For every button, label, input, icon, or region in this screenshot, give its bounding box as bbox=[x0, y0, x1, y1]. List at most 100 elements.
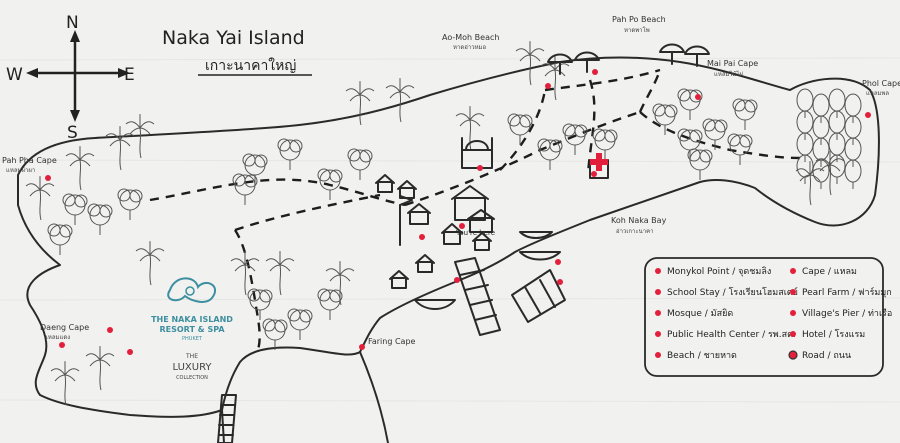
legend-item: Hotel / โรงแรม bbox=[790, 329, 865, 340]
lower-coast bbox=[221, 351, 389, 443]
compass-e: E bbox=[124, 65, 135, 85]
resort-collection: COLLECTION bbox=[176, 375, 208, 381]
health-center-icon bbox=[655, 331, 661, 337]
tree bbox=[262, 318, 288, 350]
tree bbox=[247, 288, 273, 320]
red-marker bbox=[59, 342, 65, 348]
tree bbox=[507, 113, 533, 145]
cape-icon bbox=[790, 268, 796, 274]
compass-rose: N S E W bbox=[6, 13, 135, 143]
boats bbox=[414, 231, 561, 310]
palm-tree bbox=[515, 41, 545, 86]
palm-tree bbox=[25, 176, 55, 221]
compass-w: W bbox=[6, 65, 23, 85]
resort-the: THE bbox=[185, 353, 198, 360]
faring-cape-label: Faring Cape bbox=[368, 337, 416, 346]
school-stay-icon bbox=[655, 289, 661, 295]
tree bbox=[592, 128, 618, 160]
palm-tree bbox=[85, 346, 115, 391]
koh-naka-bay-label: Koh Naka Bay bbox=[611, 216, 667, 225]
tree bbox=[317, 288, 343, 320]
tree bbox=[317, 168, 343, 200]
red-marker bbox=[127, 349, 133, 355]
board-texture bbox=[0, 57, 900, 403]
tree bbox=[277, 138, 303, 170]
legend-label: Mosque / มัสยิด bbox=[667, 308, 733, 319]
legend-label: Public Health Center / รพ.สต. bbox=[667, 330, 796, 340]
map-legend: Monykol Point / จุดชมลิง Cape / แหลม Schoo… bbox=[644, 257, 892, 377]
palm-tree bbox=[65, 146, 95, 191]
pah-pha-cape-thai: แหลมผ้าผา bbox=[6, 167, 35, 174]
steps bbox=[217, 394, 237, 443]
red-marker bbox=[477, 165, 483, 171]
red-marker bbox=[695, 94, 701, 100]
ao-moh-beach-label: Ao-Moh Beach bbox=[442, 33, 499, 42]
resort-logo-mark bbox=[167, 277, 217, 303]
tree bbox=[652, 103, 678, 135]
legend-label: Road / ถนน bbox=[802, 351, 851, 361]
red-marker bbox=[107, 327, 113, 333]
roads bbox=[149, 68, 801, 351]
location-markers bbox=[45, 69, 871, 355]
map-title: Naka Yai Island bbox=[162, 27, 305, 49]
phol-cape-label: Phol Cape bbox=[862, 79, 900, 88]
tree bbox=[47, 223, 73, 255]
red-marker bbox=[591, 171, 597, 177]
daeng-cape-thai: แหลมแดง bbox=[44, 334, 70, 341]
mosque-icon bbox=[655, 310, 661, 316]
ao-moh-beach-thai: หาดอ่าวหมอ bbox=[453, 44, 486, 51]
tree bbox=[677, 88, 703, 120]
red-marker bbox=[419, 234, 425, 240]
pearl-farm-drawing bbox=[511, 269, 566, 323]
palm-trees bbox=[25, 41, 845, 406]
compass-s: S bbox=[67, 123, 78, 143]
beach-icon bbox=[655, 352, 661, 358]
tree bbox=[347, 148, 373, 180]
red-marker bbox=[557, 279, 563, 285]
legend-item: Monykol Point / จุดชมลิง bbox=[655, 266, 771, 277]
resort-name-line1: THE NAKA ISLAND bbox=[151, 315, 233, 324]
koh-naka-bay-thai: อ่าวเกาะนาคา bbox=[616, 228, 653, 235]
pearl-farm-icon bbox=[790, 289, 796, 295]
palm-tree bbox=[815, 151, 845, 196]
legend-item: Cape / แหลม bbox=[790, 267, 857, 277]
resort-logo: THE NAKA ISLAND RESORT & SPA PHUKET THE … bbox=[151, 277, 233, 381]
tree bbox=[732, 98, 758, 130]
red-marker bbox=[45, 175, 51, 181]
tree bbox=[117, 188, 143, 220]
legend-item: Beach / ชายหาด bbox=[655, 351, 737, 361]
tree bbox=[727, 133, 753, 165]
tree bbox=[232, 173, 258, 205]
legend-item: Road / ถนน bbox=[788, 350, 851, 361]
legend-label: Cape / แหลม bbox=[802, 267, 857, 277]
tree bbox=[537, 138, 563, 170]
hotel-icon bbox=[790, 331, 796, 337]
resort-luxury: LUXURY bbox=[173, 362, 213, 373]
palm-tree bbox=[50, 361, 80, 406]
palm-tree bbox=[540, 56, 570, 101]
legend-label: Monykol Point / จุดชมลิง bbox=[667, 266, 771, 277]
legend-item: Village's Pier / ท่าเรือ bbox=[790, 308, 892, 319]
monkey-point-icon bbox=[655, 268, 661, 274]
legend-label: Beach / ชายหาด bbox=[667, 351, 737, 361]
red-marker bbox=[459, 223, 465, 229]
pah-po-beach-thai: หาดพาโพ bbox=[624, 26, 650, 34]
tree bbox=[562, 123, 588, 155]
red-marker bbox=[545, 83, 551, 89]
mosque-drawing bbox=[461, 137, 493, 169]
village-pier-icon bbox=[790, 310, 796, 316]
village-buildings bbox=[375, 174, 495, 289]
tree bbox=[87, 203, 113, 235]
map-title-thai: เกาะนาคาใหญ่ bbox=[205, 57, 296, 74]
beach-umbrellas bbox=[547, 43, 710, 75]
daeng-cape-label: Daeng Cape bbox=[40, 323, 89, 332]
tree bbox=[62, 193, 88, 225]
legend-item: Public Health Center / รพ.สต. bbox=[655, 330, 796, 340]
legend-item: School Stay / โรงเรียนโฮมสเตย์ bbox=[655, 286, 798, 298]
tree bbox=[687, 148, 713, 180]
red-marker bbox=[359, 344, 365, 350]
palm-tree bbox=[135, 241, 165, 286]
red-marker bbox=[555, 259, 561, 265]
road-icon bbox=[788, 350, 798, 360]
